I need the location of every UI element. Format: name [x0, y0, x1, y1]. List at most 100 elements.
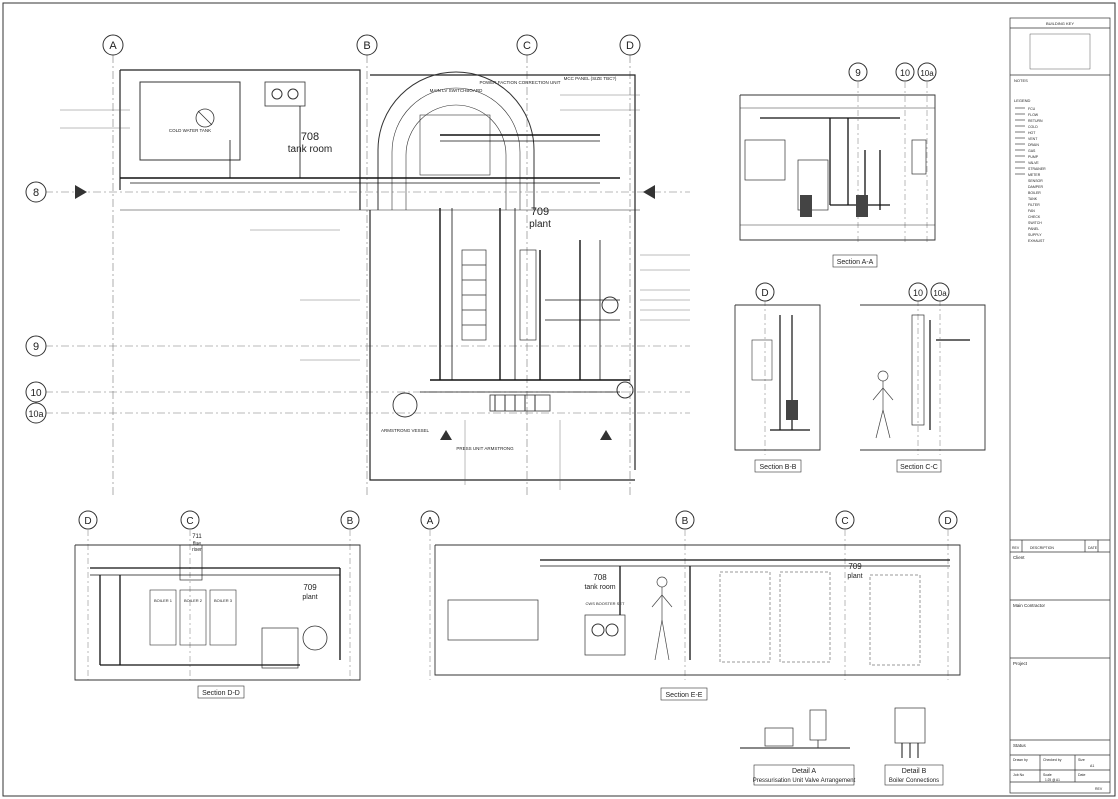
boilers-plan — [461, 249, 537, 341]
title-block-project: Project — [1013, 661, 1028, 666]
title-block-size-value: A1 — [1090, 764, 1094, 768]
mcc-panel-label: MCC PANEL (SIZE TBC?) — [564, 76, 617, 81]
section-aa-grid-9: 9 — [855, 68, 861, 79]
grid-label-a: A — [109, 40, 117, 52]
title-block-legend-heading: LEGEND — [1014, 98, 1031, 103]
title-block-building-key: BUILDING KEY — [1046, 21, 1074, 26]
detail-a-line2: Pressurisation Unit Valve Arrangement — [753, 778, 856, 784]
legend-item: PANEL — [1028, 227, 1039, 231]
section-bb-grid-d: D — [761, 288, 768, 299]
detail-a-line1: Detail A — [792, 768, 816, 775]
legend-item: DAMPER — [1028, 185, 1043, 189]
armstrong-vessel-label: ARMSTRONG VESSEL — [381, 428, 430, 433]
section-cc-title: Section C-C — [900, 464, 938, 471]
title-block-date: Date — [1078, 773, 1085, 777]
detail-b-line1: Detail B — [902, 768, 927, 775]
grid-lines — [45, 55, 690, 495]
section-ee-room2-number: 709 — [848, 562, 862, 571]
title-block — [1009, 17, 1111, 794]
title-block-client: Client — [1013, 555, 1025, 560]
legend-item: RETURN — [1028, 119, 1043, 123]
section-aa-title: Section A-A — [837, 259, 874, 266]
title-block-description-heading: DESCRIPTION — [1030, 546, 1054, 550]
grid-label-9: 9 — [33, 341, 39, 353]
title-block-drawn-by: Drawn by — [1013, 758, 1028, 762]
title-block-rev: REV — [1095, 787, 1103, 791]
grid-label-b: B — [363, 40, 370, 52]
flue-riser-number: 711 — [192, 534, 202, 540]
flue-riser-line1: flue — [193, 541, 201, 547]
section-aa-grid-10: 10 — [900, 68, 910, 78]
legend-item: FLOW — [1028, 113, 1039, 117]
legend-item: FILTER — [1028, 203, 1040, 207]
tank-room-name: tank room — [288, 144, 332, 155]
detail-b-line2: Boiler Connections — [889, 778, 939, 784]
title-block-date-heading: DATE — [1088, 546, 1098, 550]
title-block-scale-value: 1:25 @ A1 — [1045, 778, 1060, 782]
detail-a — [740, 709, 855, 786]
pipework — [120, 106, 630, 393]
person-figure-cc — [872, 370, 894, 439]
tank-room-number: 708 — [301, 131, 319, 143]
title-block-notes-heading: NOTES — [1014, 78, 1028, 83]
section-dd-grid-b: B — [347, 516, 354, 527]
section-dd-grid-d: D — [84, 516, 91, 527]
walls — [119, 69, 640, 481]
flue-riser-line2: riser — [192, 547, 202, 553]
section-bb-title: Section B-B — [760, 464, 797, 471]
section-cc-grid-10: 10 — [913, 288, 923, 298]
legend-item: COLD — [1028, 125, 1038, 129]
legend-item: BOILER — [1028, 191, 1041, 195]
legend-item: SWITCH — [1028, 221, 1042, 225]
grid-label-d: D — [626, 40, 634, 52]
legend-item: STRAINER — [1028, 167, 1046, 171]
title-block-scale: Scale — [1043, 773, 1052, 777]
plant-room-number: 709 — [531, 206, 549, 218]
section-dd-room-number: 709 — [303, 583, 317, 592]
boiler-2-label: BOILER 2 — [184, 598, 203, 603]
legend-item: VALVE — [1028, 161, 1039, 165]
switchboard-label: MAIN LV SWITCHBOARD — [430, 88, 483, 93]
section-dd — [74, 510, 361, 699]
section-ee — [420, 510, 961, 701]
section-ee-grid-b: B — [682, 516, 689, 527]
section-ee-room1-number: 708 — [593, 573, 607, 582]
title-block-checked-by: Checked by — [1043, 758, 1062, 762]
legend-item: METER — [1028, 173, 1041, 177]
section-aa-grid-10a: 10a — [920, 69, 934, 78]
legend-item: CHECK — [1028, 215, 1041, 219]
section-dd-grid-c: C — [186, 516, 193, 527]
legend-item: TANK — [1028, 197, 1038, 201]
section-ee-room1-name: tank room — [584, 584, 615, 591]
legend-item: SUPPLY — [1028, 233, 1042, 237]
press-unit-label: PRESS UNIT ARMSTRONG — [456, 446, 514, 451]
cold-water-tank-plan — [139, 81, 241, 161]
plant-room-name: plant — [529, 219, 551, 230]
cold-water-tank-label: COLD WATER TANK — [169, 128, 211, 133]
section-dd-room-name: plant — [302, 594, 317, 601]
section-ee-title: Section E-E — [666, 692, 703, 699]
switchboard-arc — [377, 71, 535, 210]
grid-bubbles-left: 8 9 10 10a — [25, 181, 47, 424]
boiler-3-label: BOILER 3 — [214, 598, 233, 603]
title-block-size: Size — [1078, 758, 1085, 762]
section-bb — [734, 282, 821, 473]
legend-item: FAN — [1028, 209, 1035, 213]
legend-list: FCUFLOWRETURNCOLDHOTVENTDRAINGASPUMPVALV… — [1028, 107, 1046, 243]
section-dd-title: Section D-D — [202, 690, 240, 697]
grid-label-c: C — [523, 40, 531, 52]
title-block-main-contractor: Main Contractor — [1013, 603, 1046, 608]
section-cc-grid-10a: 10a — [933, 289, 947, 298]
legend-item: FCU — [1028, 107, 1036, 111]
grid-bubbles-top: A B C D — [102, 34, 641, 56]
section-ee-grid-c: C — [841, 516, 848, 527]
grid-label-10: 10 — [30, 388, 42, 399]
title-block-status: Status — [1013, 743, 1027, 748]
power-factor-label: POWER FACTION CORRECTION UNIT — [480, 80, 561, 85]
cws-booster-label: CWS BOOSTER SET — [586, 601, 625, 606]
legend-item: GAS — [1028, 149, 1036, 153]
grid-label-10a: 10a — [28, 409, 43, 419]
section-aa — [739, 62, 937, 268]
legend-item: DRAIN — [1028, 143, 1039, 147]
